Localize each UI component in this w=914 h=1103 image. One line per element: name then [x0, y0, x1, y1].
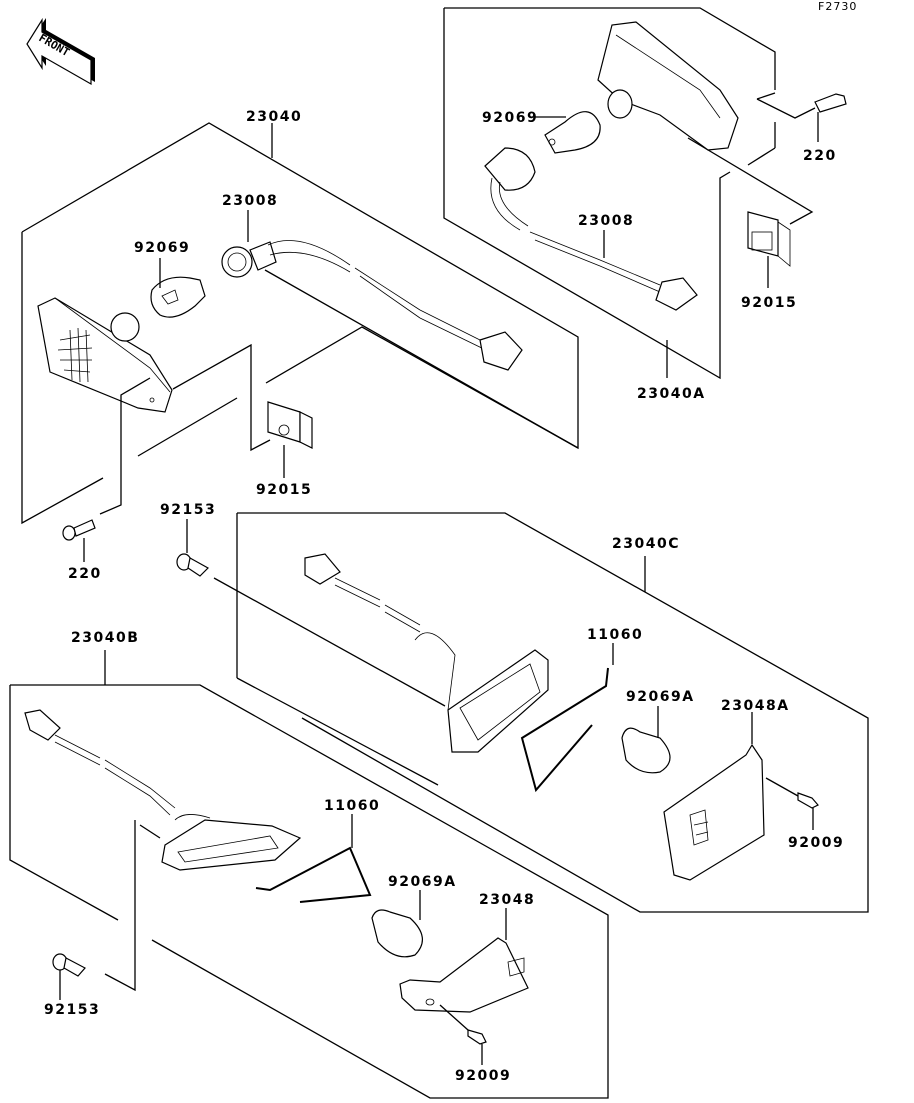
screw-92153-top [176, 553, 209, 577]
socket-23008-left [221, 240, 523, 371]
group-23040C [176, 512, 869, 913]
clip-92015-left [267, 401, 313, 449]
label-92069-left: 92069 [134, 240, 190, 256]
screw-92153-bottom [52, 953, 86, 977]
label-92153-bottom: 92153 [44, 1002, 100, 1018]
label-23048A: 23048A [721, 698, 790, 714]
socket-23008-top [484, 147, 698, 311]
group-23040 [21, 122, 579, 562]
label-23008-left: 23008 [222, 193, 278, 209]
clip-92015-top [747, 211, 791, 267]
front-arrow-icon: FRONT [26, 17, 95, 86]
label-23040B: 23040B [71, 630, 139, 646]
label-220-top: 220 [803, 148, 837, 164]
lens-23048 [399, 937, 529, 1013]
screw-220-left [62, 519, 96, 541]
lens-23048A [663, 743, 765, 881]
screw-220-top [814, 93, 847, 113]
group-23040A [443, 7, 847, 380]
bulb-92069-top [544, 111, 601, 154]
group-23040B [9, 650, 609, 1099]
label-23040C: 23040C [612, 536, 680, 552]
bulb-92069A-bottom [371, 909, 423, 958]
label-92069-top: 92069 [482, 110, 538, 126]
label-23008-top: 23008 [578, 213, 634, 229]
label-92069A-bottom: 92069A [388, 874, 457, 890]
label-92009-bottom: 92009 [455, 1068, 511, 1084]
label-11060-bottom: 11060 [324, 798, 380, 814]
label-23040: 23040 [246, 109, 302, 125]
figure-code: F2730 [818, 0, 857, 13]
label-92015-left: 92015 [256, 482, 312, 498]
screw-92009-right [797, 792, 819, 809]
screw-92009-bottom [467, 1029, 487, 1045]
label-92015-top: 92015 [741, 295, 797, 311]
label-92009-right: 92009 [788, 835, 844, 851]
bulb-92069A-right [621, 727, 671, 774]
label-11060-right: 11060 [587, 627, 643, 643]
label-92069A-right: 92069A [626, 689, 695, 705]
label-23048: 23048 [479, 892, 535, 908]
label-92153-top: 92153 [160, 502, 216, 518]
bulb-92069-left [150, 276, 206, 318]
label-23040A: 23040A [637, 386, 706, 402]
label-220-left: 220 [68, 566, 102, 582]
